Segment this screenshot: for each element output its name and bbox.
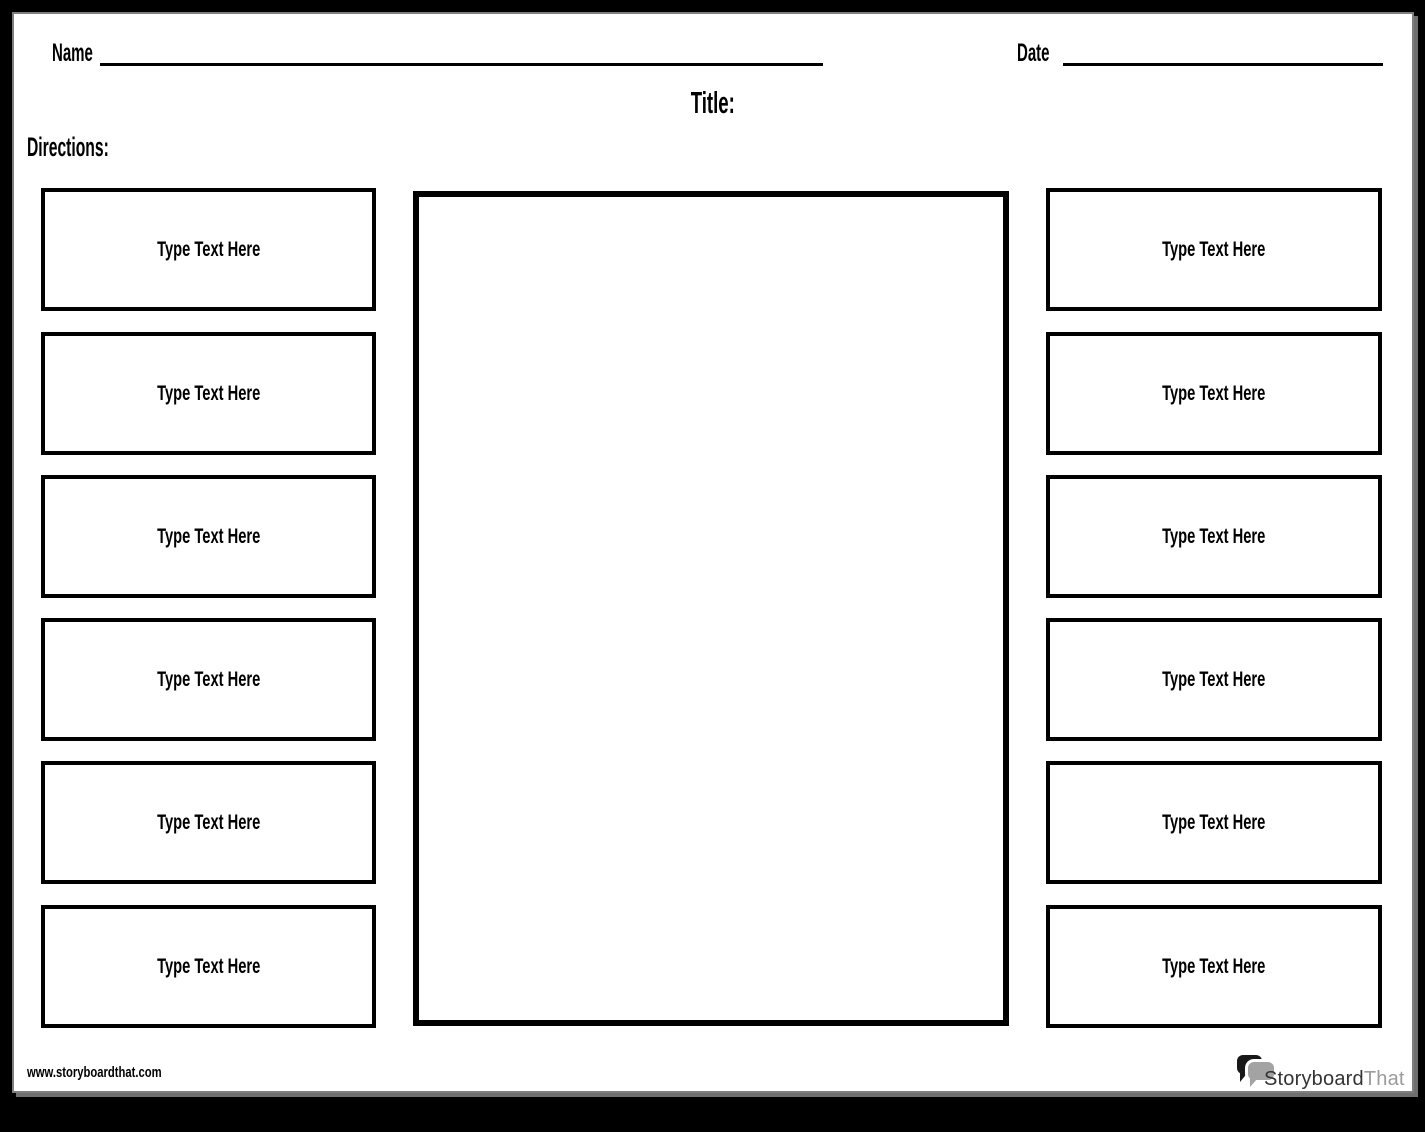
label-box-placeholder: Type Text Here xyxy=(1162,238,1266,261)
storyboardthat-logo: StoryboardThat xyxy=(1264,1069,1405,1089)
label-box-right-6[interactable]: Type Text Here xyxy=(1046,905,1382,1028)
label-box-right-5[interactable]: Type Text Here xyxy=(1046,761,1382,884)
date-underline xyxy=(1063,63,1383,66)
label-box-placeholder: Type Text Here xyxy=(156,525,261,548)
label-box-placeholder: Type Text Here xyxy=(156,668,261,691)
title-row: Title: xyxy=(14,87,1412,118)
speech-bubble-grey-tail-icon xyxy=(1250,1078,1258,1087)
label-box-placeholder: Type Text Here xyxy=(1162,525,1266,548)
label-box-placeholder: Type Text Here xyxy=(1162,382,1266,405)
label-box-right-3[interactable]: Type Text Here xyxy=(1046,475,1382,598)
name-label: Name xyxy=(52,39,93,67)
logo-text-secondary: That xyxy=(1363,1068,1405,1090)
label-box-left-5[interactable]: Type Text Here xyxy=(41,761,376,884)
directions-label: Directions: xyxy=(27,132,109,162)
label-box-left-6[interactable]: Type Text Here xyxy=(41,905,376,1028)
label-box-placeholder: Type Text Here xyxy=(1162,811,1266,834)
label-box-placeholder: Type Text Here xyxy=(1162,955,1266,978)
label-box-placeholder: Type Text Here xyxy=(156,382,261,405)
label-box-placeholder: Type Text Here xyxy=(156,811,261,834)
center-image-box[interactable] xyxy=(413,191,1009,1026)
label-box-placeholder: Type Text Here xyxy=(156,955,261,978)
date-label: Date xyxy=(1017,39,1050,67)
label-box-right-1[interactable]: Type Text Here xyxy=(1046,188,1382,311)
speech-bubble-black-tail-icon xyxy=(1240,1071,1249,1082)
label-box-placeholder: Type Text Here xyxy=(156,238,261,261)
name-underline xyxy=(100,63,823,66)
label-box-left-1[interactable]: Type Text Here xyxy=(41,188,376,311)
speech-bubbles-icon xyxy=(1237,1055,1277,1087)
worksheet-page: Name Date Title: Directions: Type Text H… xyxy=(12,12,1414,1093)
footer-url: www.storyboardthat.com xyxy=(27,1064,162,1081)
speech-bubble-grey-icon xyxy=(1248,1062,1274,1080)
label-box-right-2[interactable]: Type Text Here xyxy=(1046,332,1382,455)
label-box-left-4[interactable]: Type Text Here xyxy=(41,618,376,741)
worksheet-title: Title: xyxy=(690,85,736,120)
label-box-left-3[interactable]: Type Text Here xyxy=(41,475,376,598)
logo-text-primary: Storyboard xyxy=(1264,1068,1364,1090)
label-box-placeholder: Type Text Here xyxy=(1162,668,1266,691)
label-box-right-4[interactable]: Type Text Here xyxy=(1046,618,1382,741)
label-box-left-2[interactable]: Type Text Here xyxy=(41,332,376,455)
